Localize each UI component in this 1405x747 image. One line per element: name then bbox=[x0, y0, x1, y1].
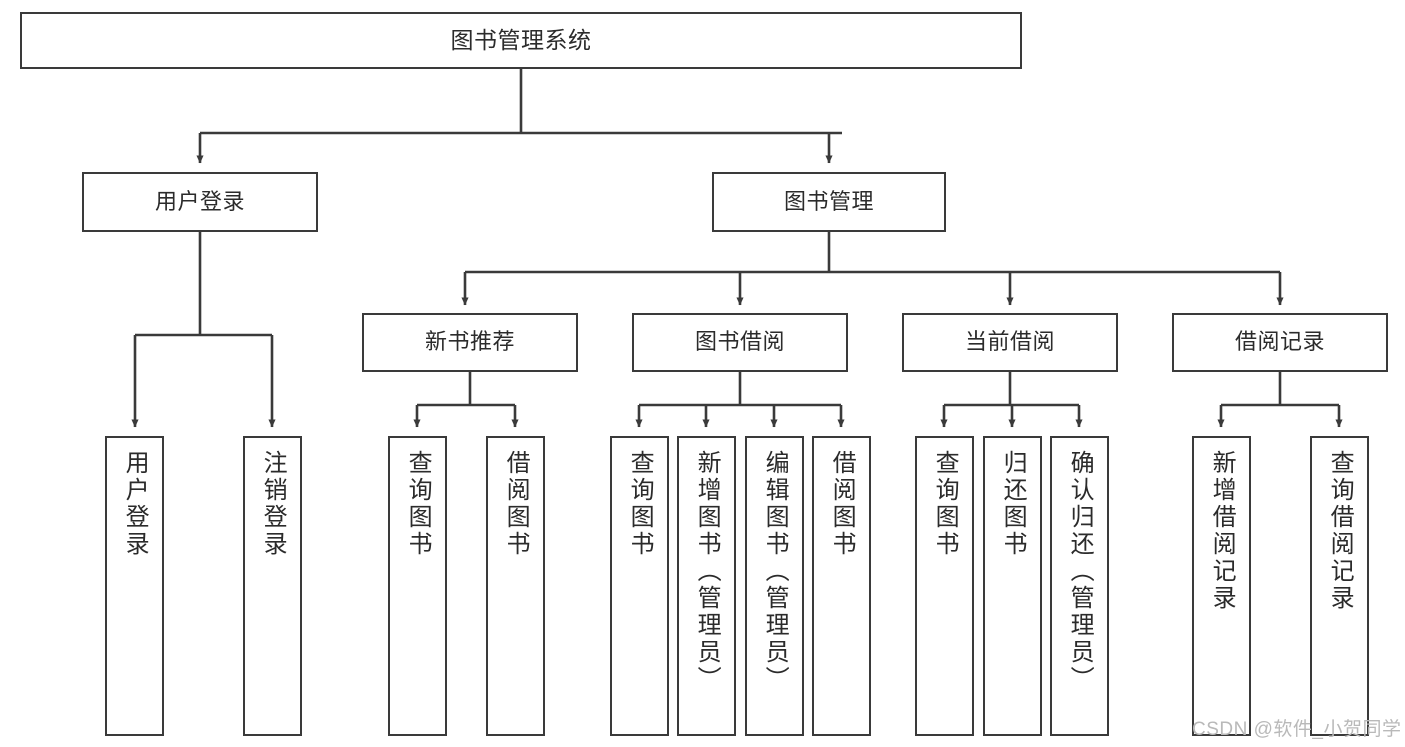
node-leaf-borrow-book-2-label: 借阅图书 bbox=[828, 450, 856, 558]
watermark-label: CSDN @软件_小贺同学 bbox=[1192, 719, 1402, 740]
node-leaf-confirm-return-label: 确认归还（管理员） bbox=[1066, 450, 1094, 693]
node-current-borrow-label: 当前借阅 bbox=[964, 329, 1055, 355]
node-leaf-user-login-label: 用户登录 bbox=[121, 450, 149, 558]
node-book-manage-label: 图书管理 bbox=[783, 188, 874, 214]
node-leaf-query-record[interactable]: 查询借阅记录 bbox=[1310, 436, 1369, 736]
node-book-borrow[interactable]: 图书借阅 bbox=[632, 313, 848, 372]
node-leaf-borrow-book-1-label: 借阅图书 bbox=[502, 450, 530, 558]
node-leaf-return-book[interactable]: 归还图书 bbox=[983, 436, 1042, 736]
node-root[interactable]: 图书管理系统 bbox=[20, 12, 1022, 69]
node-root-label: 图书管理系统 bbox=[450, 26, 592, 53]
node-leaf-borrow-book-1[interactable]: 借阅图书 bbox=[486, 436, 545, 736]
node-leaf-edit-book[interactable]: 编辑图书（管理员） bbox=[745, 436, 804, 736]
node-leaf-query-book-1-label: 查询图书 bbox=[404, 450, 432, 558]
node-leaf-query-book-3-label: 查询图书 bbox=[931, 450, 959, 558]
node-leaf-query-book-2[interactable]: 查询图书 bbox=[610, 436, 669, 736]
node-leaf-borrow-book-2[interactable]: 借阅图书 bbox=[812, 436, 871, 736]
node-leaf-add-book-label: 新增图书（管理员） bbox=[693, 450, 721, 693]
node-leaf-logout-login[interactable]: 注销登录 bbox=[243, 436, 302, 736]
node-leaf-query-record-label: 查询借阅记录 bbox=[1326, 450, 1354, 612]
node-user-login[interactable]: 用户登录 bbox=[82, 172, 318, 232]
node-new-book-recommend[interactable]: 新书推荐 bbox=[362, 313, 578, 372]
node-book-manage[interactable]: 图书管理 bbox=[712, 172, 946, 232]
node-leaf-logout-login-label: 注销登录 bbox=[259, 450, 287, 558]
node-new-book-recommend-label: 新书推荐 bbox=[424, 329, 515, 355]
node-current-borrow[interactable]: 当前借阅 bbox=[902, 313, 1118, 372]
node-borrow-record[interactable]: 借阅记录 bbox=[1172, 313, 1388, 372]
node-leaf-add-book[interactable]: 新增图书（管理员） bbox=[677, 436, 736, 736]
node-leaf-query-book-2-label: 查询图书 bbox=[626, 450, 654, 558]
node-borrow-record-label: 借阅记录 bbox=[1234, 329, 1325, 355]
node-user-login-label: 用户登录 bbox=[154, 188, 245, 214]
node-leaf-add-record-label: 新增借阅记录 bbox=[1208, 450, 1236, 612]
node-leaf-return-book-label: 归还图书 bbox=[999, 450, 1027, 558]
node-leaf-user-login[interactable]: 用户登录 bbox=[105, 436, 164, 736]
node-leaf-edit-book-label: 编辑图书（管理员） bbox=[761, 450, 789, 693]
node-book-borrow-label: 图书借阅 bbox=[694, 329, 785, 355]
node-leaf-add-record[interactable]: 新增借阅记录 bbox=[1192, 436, 1251, 736]
node-leaf-query-book-3[interactable]: 查询图书 bbox=[915, 436, 974, 736]
node-leaf-query-book-1[interactable]: 查询图书 bbox=[388, 436, 447, 736]
node-leaf-confirm-return[interactable]: 确认归还（管理员） bbox=[1050, 436, 1109, 736]
